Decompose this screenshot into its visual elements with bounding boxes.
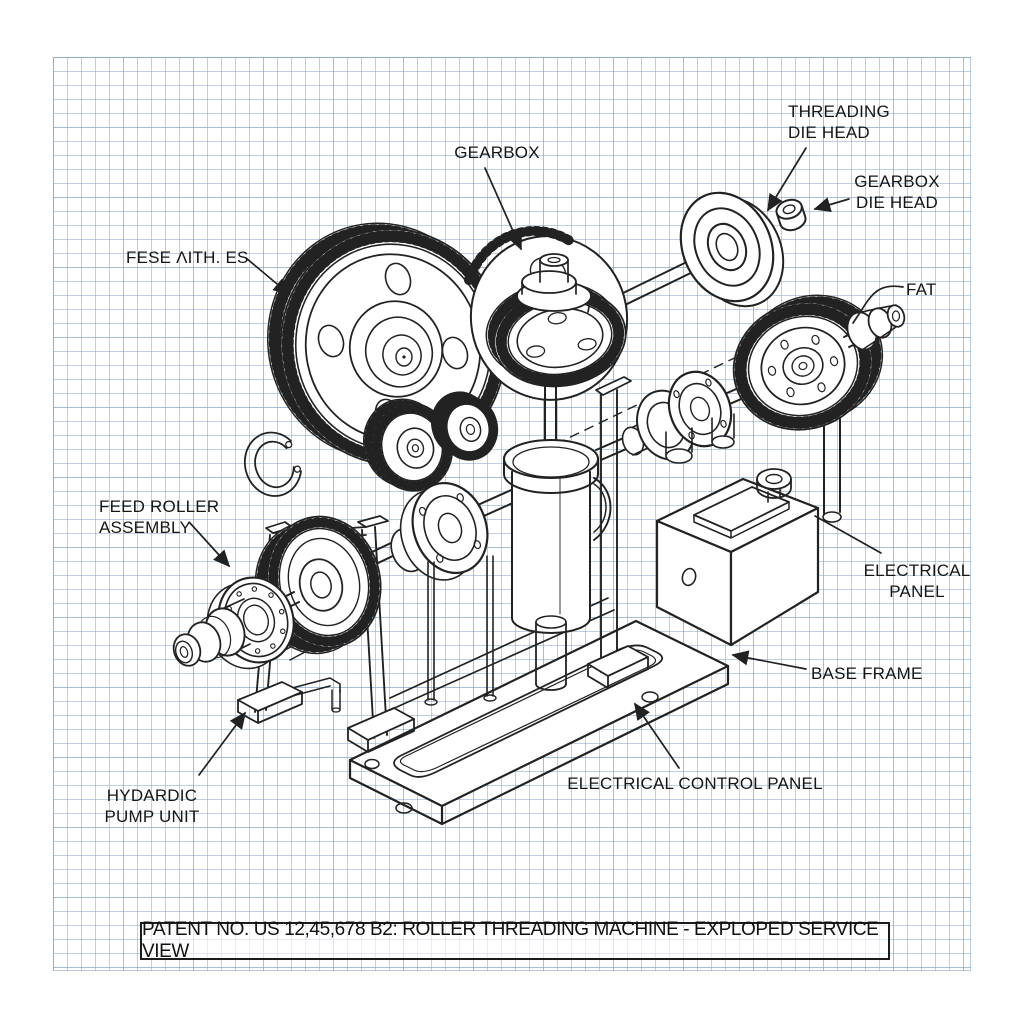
label-base-frame: BASE FRAME [811, 664, 923, 683]
label-gearbox-die-head: GEARBOX DIE HEAD [854, 172, 940, 212]
label-fat: FAT [906, 280, 937, 299]
feed-roller-assembly-parts [172, 515, 382, 713]
label-electrical-control-panel: ELECTRICAL CONTROL PANEL [567, 774, 823, 793]
gearbox-assembly [464, 226, 629, 401]
label-hydraulic-pump-unit: HYDARDIC PUMP UNIT [104, 786, 200, 826]
support-rods [424, 555, 497, 706]
support-feet [665, 413, 735, 464]
base-frame-plate [348, 619, 730, 826]
leader-arrows [189, 147, 904, 776]
title-block: PATENT NO. US 12,45,678 B2: ROLLER THREA… [140, 919, 890, 962]
threading-die-head-part [679, 191, 785, 308]
label-electrical-panel: ELECTRICAL PANEL [863, 561, 971, 601]
label-feed-roller-assembly: FEED ROLLER ASSEMBLY [99, 497, 220, 537]
lower-bearing-flange [348, 470, 553, 581]
axis-centerline [555, 335, 781, 445]
die-head-nut-part [775, 198, 807, 232]
snap-ring [244, 431, 302, 497]
title-block-text: PATENT NO. US 12,45,678 B2: ROLLER THREA… [142, 919, 879, 962]
gear-support-column [822, 403, 842, 523]
label-threading-die-head: THREADING DIE HEAD [788, 102, 890, 142]
label-tooth-note: FESE ΛITH. ES [126, 248, 249, 267]
label-gearbox: GEARBOX [454, 143, 540, 162]
idler-gear-b [431, 391, 499, 461]
right-gear-assembly [732, 294, 906, 431]
electrical-panel-box [655, 468, 820, 647]
hydraulic-cylinder [502, 438, 612, 691]
